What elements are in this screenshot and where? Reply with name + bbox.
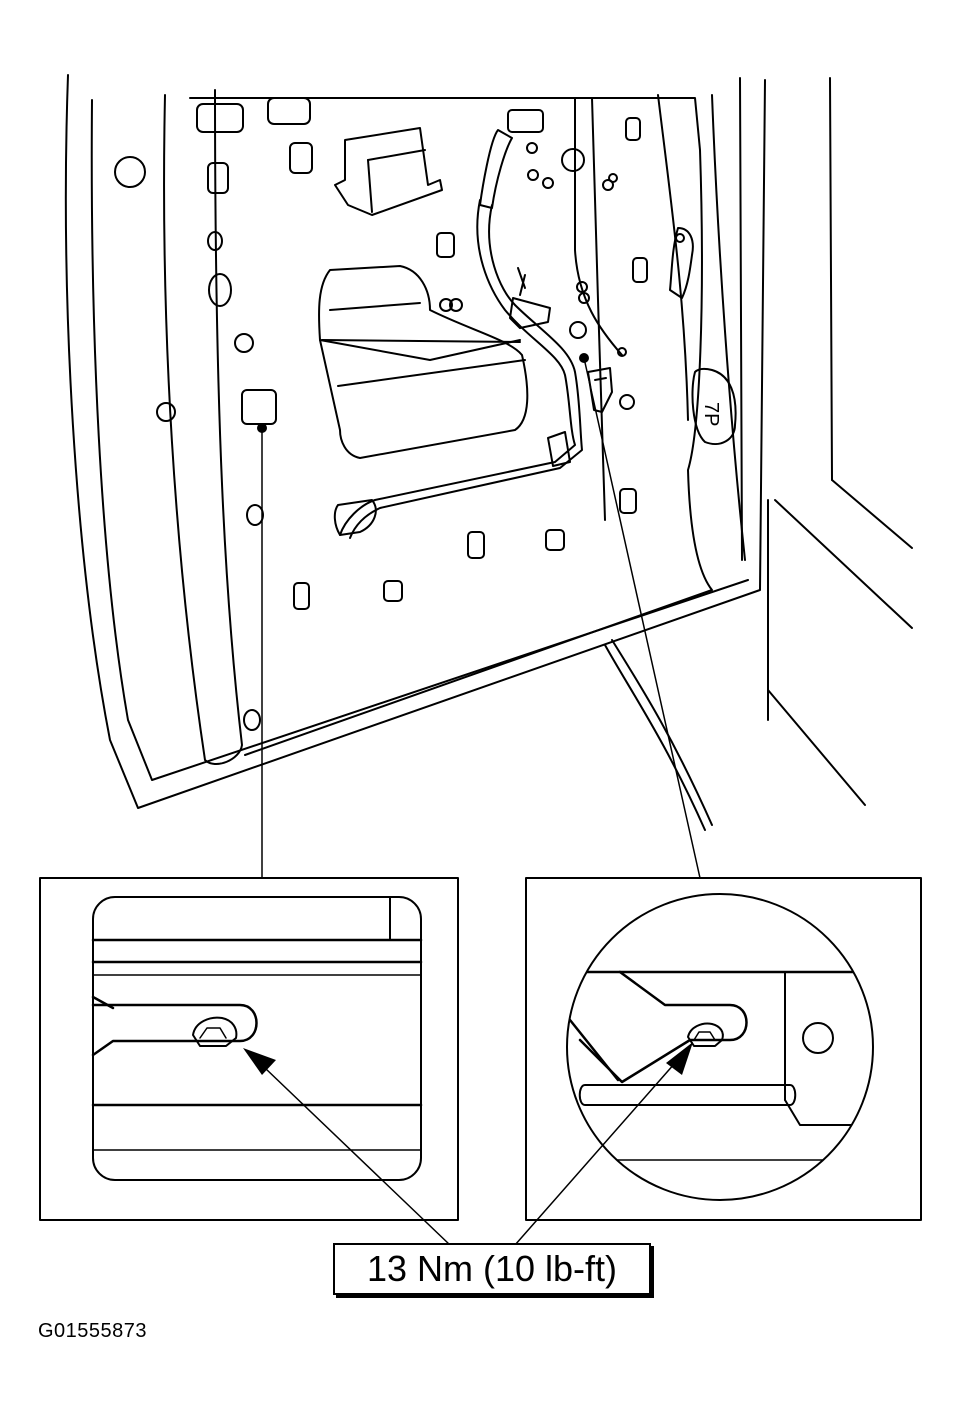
- leader-lines: [257, 353, 701, 879]
- bolt-icon: [687, 1022, 724, 1047]
- door-inner-panel: 7P: [64, 74, 913, 831]
- leader-line-right: [583, 357, 701, 879]
- torque-spec-label: 13 Nm (10 lb-ft): [333, 1243, 651, 1295]
- torque-pointers: [243, 1042, 693, 1246]
- detail-inset-right: [525, 877, 922, 1221]
- detail-inset-left: [39, 877, 459, 1221]
- arrow-head-right: [666, 1042, 693, 1075]
- door-marking: 7P: [700, 402, 722, 426]
- arrow-icon: [514, 1062, 676, 1246]
- arrow-head-left: [243, 1048, 276, 1075]
- bolt-icon: [192, 1016, 238, 1047]
- arrow-icon: [264, 1067, 451, 1246]
- figure-id: G01555873: [38, 1320, 148, 1342]
